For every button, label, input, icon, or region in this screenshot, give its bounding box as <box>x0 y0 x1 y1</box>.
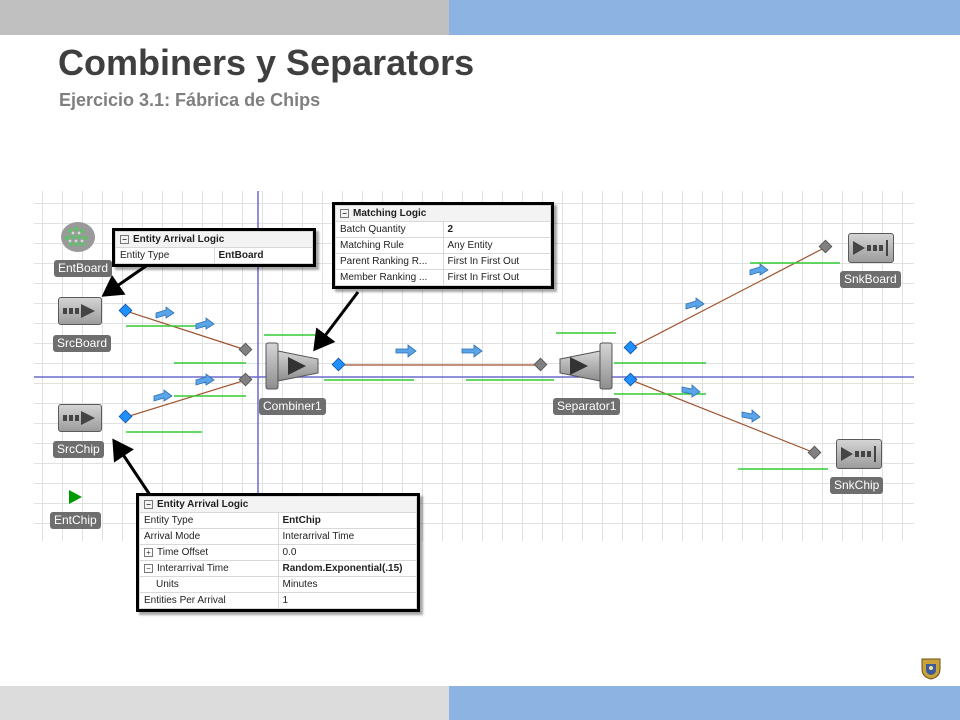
property-name: Entity Type <box>139 512 279 529</box>
property-name: Batch Quantity <box>335 221 444 238</box>
property-name: Interarrival Time <box>157 563 229 574</box>
property-name: Member Ranking ... <box>335 269 444 286</box>
property-value[interactable]: First In First Out <box>442 253 551 270</box>
property-value[interactable]: Minutes <box>277 576 417 593</box>
combiner-object[interactable] <box>264 341 320 391</box>
src-board-object[interactable] <box>58 297 102 325</box>
snk-chip-label: SnkChip <box>830 477 884 494</box>
property-value[interactable]: EntBoard <box>213 247 313 264</box>
expand-icon[interactable]: + <box>144 547 153 557</box>
src-chip-object[interactable] <box>58 404 102 432</box>
header-band-right <box>449 0 960 35</box>
collapse-icon[interactable]: − <box>120 234 129 244</box>
combiner-label: Combiner1 <box>259 398 326 415</box>
chip-entity-icon <box>69 490 82 504</box>
snk-board-label: SnkBoard <box>840 271 901 288</box>
property-name: Parent Ranking R... <box>335 253 444 270</box>
panel-section-title: Entity Arrival Logic <box>133 234 225 245</box>
property-name: Arrival Mode <box>139 528 279 545</box>
separator-label: Separator1 <box>553 398 621 415</box>
src-board-label: SrcBoard <box>53 335 112 352</box>
header-band-left <box>0 0 449 35</box>
snk-board-object[interactable] <box>848 233 894 263</box>
property-value[interactable]: Random.Exponential(.15) <box>277 560 417 577</box>
property-value[interactable]: 0.0 <box>277 544 417 561</box>
src-chip-label: SrcChip <box>53 441 104 458</box>
ent-board-label: EntBoard <box>54 260 113 277</box>
property-value[interactable]: 2 <box>442 221 551 238</box>
slide-title: Combiners y Separators <box>58 42 475 83</box>
snk-chip-object[interactable] <box>836 439 882 469</box>
property-name: Time Offset <box>157 547 209 558</box>
property-name: Units <box>139 576 279 593</box>
collapse-icon[interactable]: − <box>144 563 153 573</box>
property-value[interactable]: EntChip <box>277 512 417 529</box>
board-entity-icon <box>61 222 95 252</box>
panel-section-title: Entity Arrival Logic <box>157 499 249 510</box>
board-arrival-panel: −Entity Arrival Logic Entity Type EntBoa… <box>112 228 316 267</box>
property-value[interactable]: Any Entity <box>442 237 551 254</box>
separator-object[interactable] <box>558 341 614 391</box>
property-value[interactable]: 1 <box>277 592 417 609</box>
property-name: Entities Per Arrival <box>139 592 279 609</box>
property-value[interactable]: Interarrival Time <box>277 528 417 545</box>
university-crest-logo <box>921 658 941 680</box>
footer-band-right <box>449 686 960 720</box>
slide-subtitle: Ejercicio 3.1: Fábrica de Chips <box>59 90 321 110</box>
property-name: Matching Rule <box>335 237 444 254</box>
property-value[interactable]: First In First Out <box>442 269 551 286</box>
model-connectors <box>34 191 914 541</box>
property-name: Entity Type <box>115 247 215 264</box>
footer-band-left <box>0 686 449 720</box>
collapse-icon[interactable]: − <box>144 499 153 509</box>
collapse-icon[interactable]: − <box>340 208 349 218</box>
panel-section-title: Matching Logic <box>353 208 427 219</box>
ent-chip-label: EntChip <box>50 512 101 529</box>
